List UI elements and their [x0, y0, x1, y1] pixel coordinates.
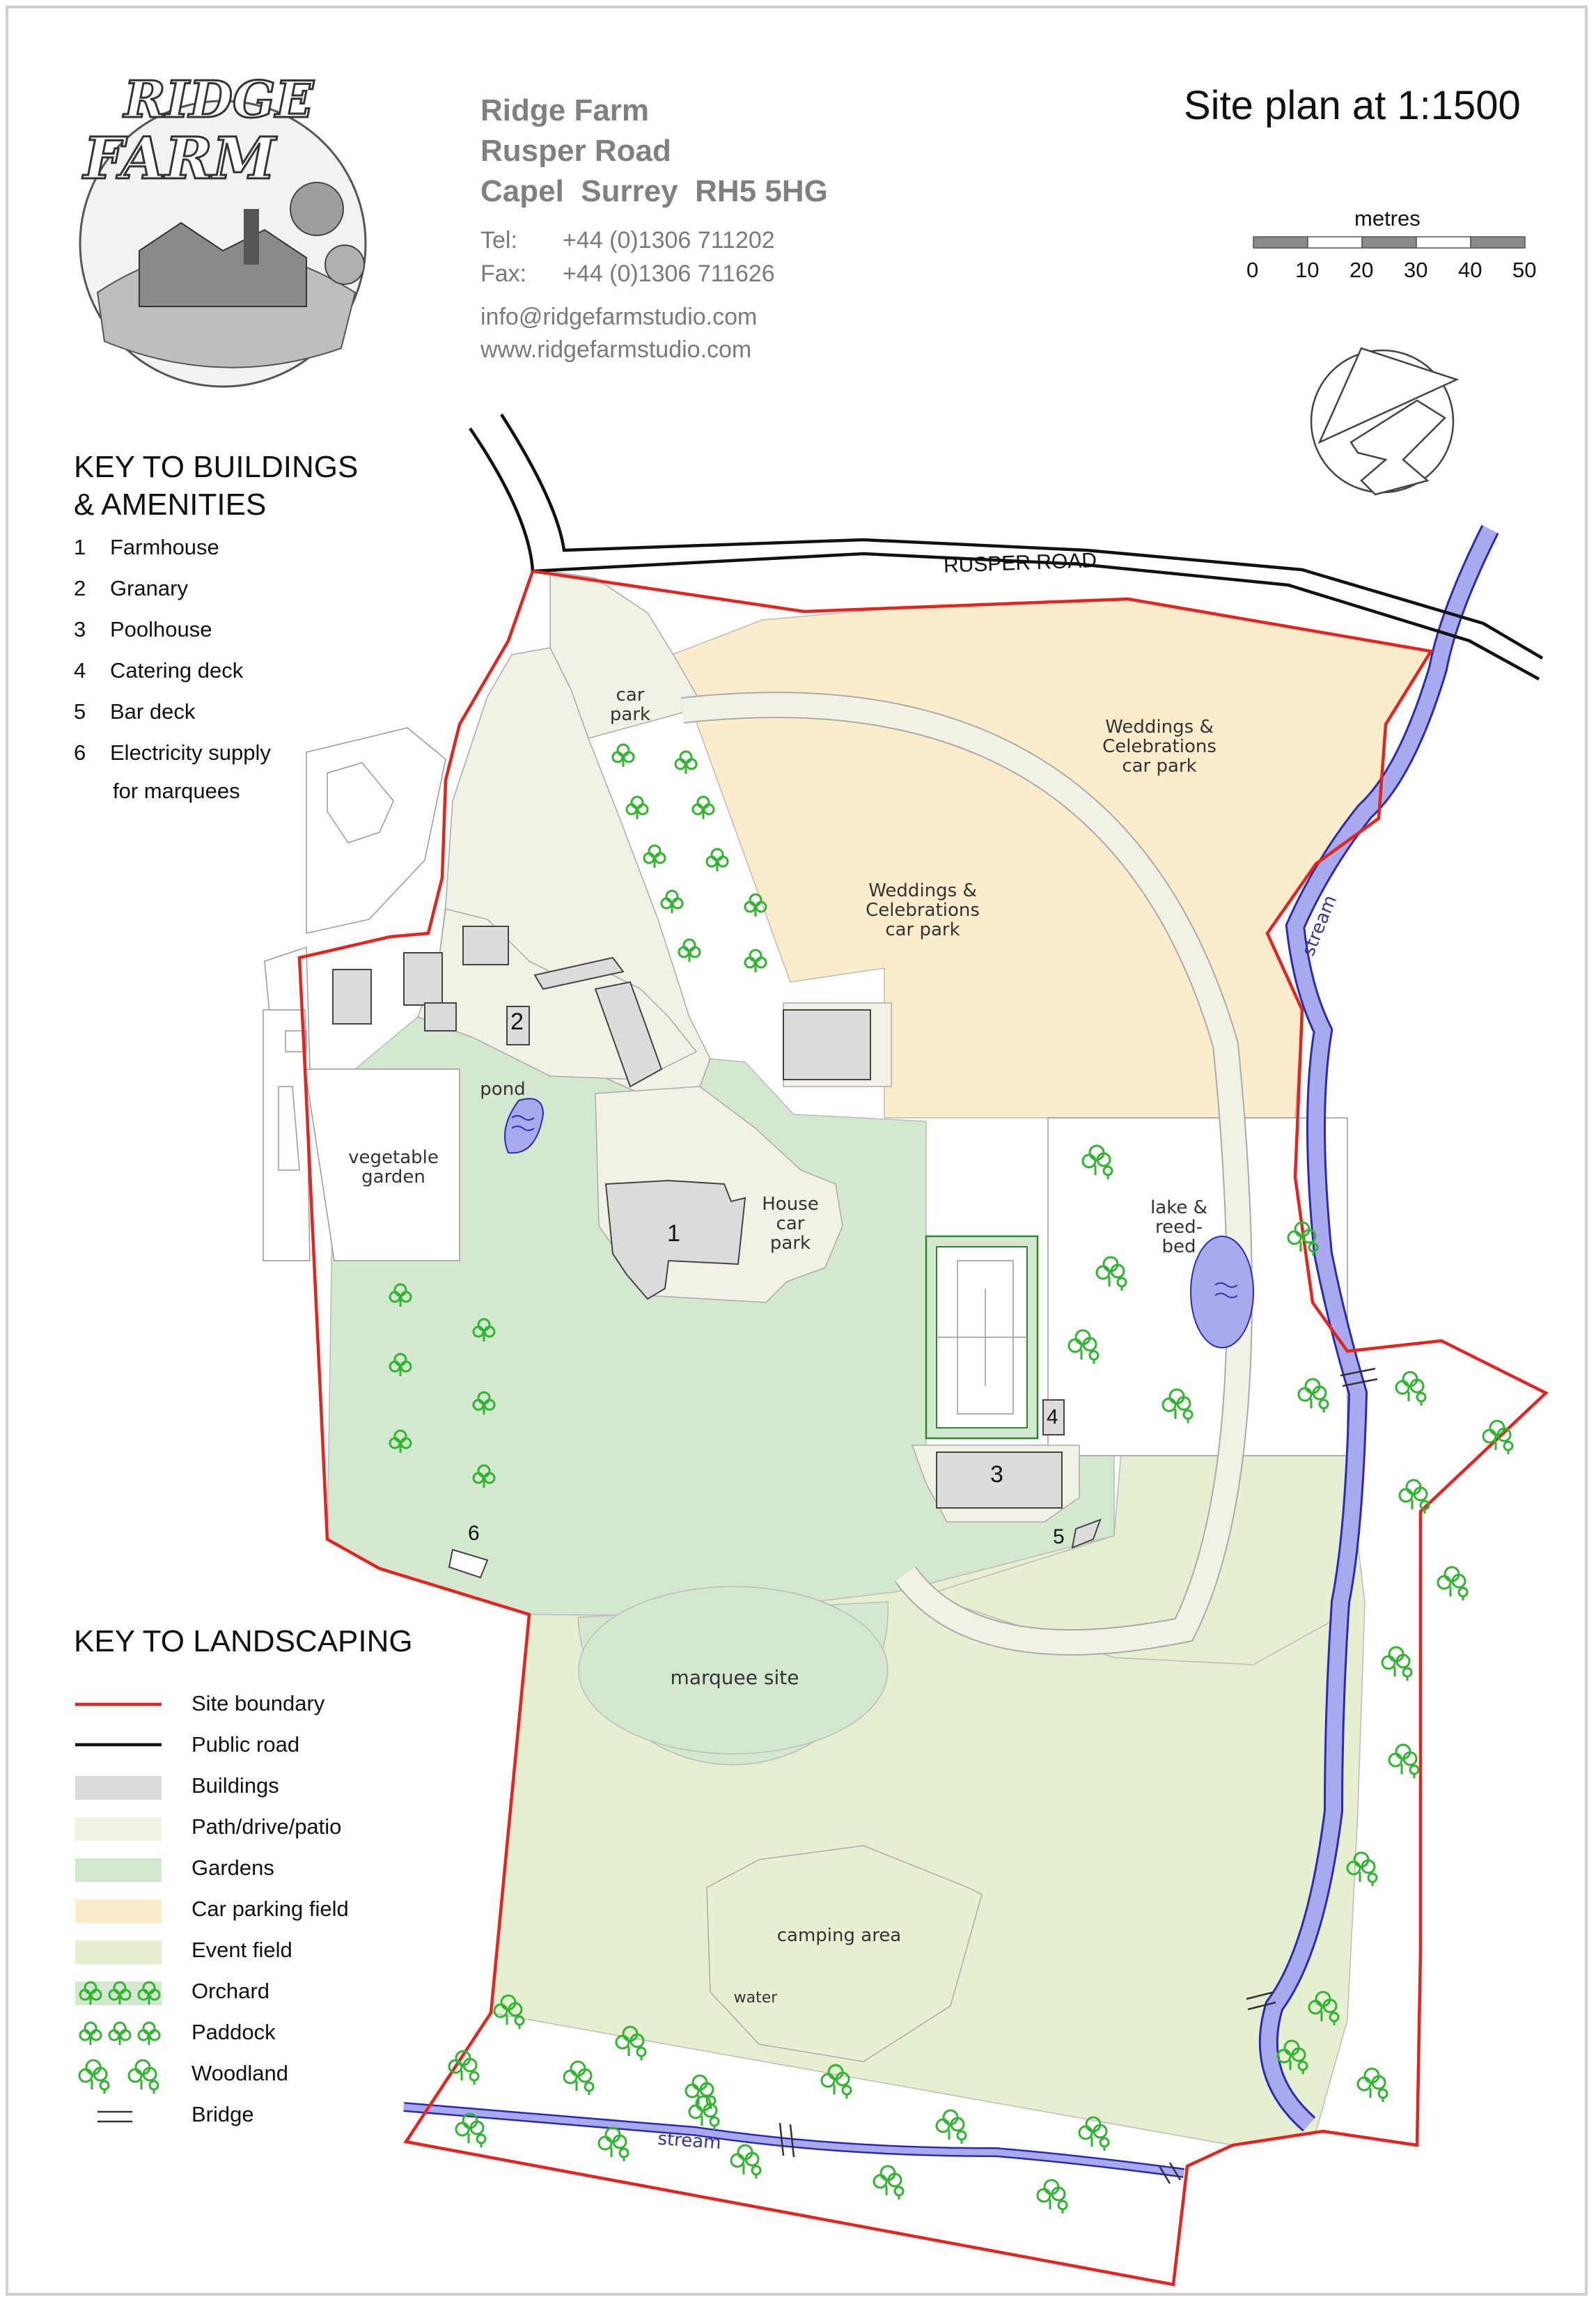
fax-value: +44 (0)1306 711626 [563, 260, 775, 287]
camping-area [706, 1845, 983, 2062]
building-2-label: 2 [510, 1009, 524, 1035]
scale-tick-50: 50 [1512, 258, 1537, 282]
camping-area-label: camping area [776, 1925, 902, 1946]
building-1-label: 1 [667, 1220, 680, 1247]
lake-label: lake & reed-bed [1150, 1197, 1207, 1257]
landscaping-key-path: Path/drive/patio [191, 1814, 342, 1839]
building-3-label: 3 [990, 1461, 1003, 1488]
landscaping-swatches [75, 1702, 162, 2123]
pond [504, 1098, 545, 1154]
car-park-label: car park [609, 685, 651, 725]
buildings [332, 926, 1102, 1579]
buildings-key-item-6-cont: for marquees [113, 779, 240, 803]
landscaping-key-public-road: Public road [191, 1732, 300, 1757]
pond-label: pond [480, 1079, 526, 1100]
scale-tick-0: 0 [1246, 258, 1259, 282]
logo-ridge-text: RIDGE [123, 69, 314, 130]
poolhouse [936, 1451, 1063, 1509]
landscaping-key-bridge: Bridge [191, 2102, 254, 2126]
buildings-key-heading-2: & AMENITIES [74, 488, 267, 522]
landscaping-key-site-boundary: Site boundary [191, 1691, 325, 1715]
ridge-farm-logo [79, 100, 367, 388]
water-label: water [733, 1989, 778, 2007]
address-line-3: Capel Surrey RH5 5HG [480, 174, 828, 208]
marquee-site-label: marquee site [670, 1666, 799, 1689]
bridges [779, 1367, 1378, 2184]
address-line-1: Ridge Farm [480, 93, 650, 127]
scale-tick-30: 30 [1404, 258, 1428, 282]
landscaping-key-woodland: Woodland [191, 2061, 289, 2085]
water-waves [511, 1115, 1238, 1298]
vegetable-garden-label: vegetable garden [348, 1147, 439, 1188]
weddings-car-park-label-1: Weddings & Celebrations car park [1102, 717, 1216, 777]
fax-label: Fax: [480, 260, 527, 287]
site-boundary [297, 569, 1549, 2287]
building-6-label: 6 [468, 1522, 480, 1545]
landscaping-key-buildings: Buildings [191, 1773, 279, 1798]
marquee-site [578, 1586, 889, 1754]
landscaping-key-orchard: Orchard [191, 1979, 269, 2003]
scale-tick-20: 20 [1349, 258, 1374, 282]
buildings-key-heading-1: KEY TO BUILDINGS [74, 450, 359, 484]
paddock-west [304, 1068, 460, 1261]
farmhouse [604, 1179, 746, 1300]
tel-row: Tel: +44 (0)1306 711202 [480, 223, 775, 258]
building-5-label: 5 [1053, 1525, 1065, 1548]
weddings-car-park-label-2: Weddings & Celebrations car park [866, 880, 980, 940]
landscaping-key-paddock: Paddock [191, 2020, 276, 2044]
website-link[interactable]: www.ridgefarmstudio.com [480, 336, 752, 363]
north-arrow-icon [1310, 347, 1460, 496]
address-line-2: Rusper Road [480, 134, 671, 168]
logo-farm-text: FARM [83, 125, 277, 194]
public-road [469, 413, 1544, 680]
landscaping-key-car-parking: Car parking field [191, 1897, 349, 1921]
tel-label: Tel: [480, 227, 517, 254]
scale-tick-10: 10 [1295, 258, 1320, 282]
house-car-park-label: House car park [762, 1194, 819, 1254]
building-4-label: 4 [1047, 1406, 1058, 1429]
tel-value: +44 (0)1306 711202 [563, 227, 775, 254]
scale-bar [1253, 236, 1526, 249]
tennis-court-lines [937, 1260, 1027, 1415]
landscaping-key-heading: KEY TO LANDSCAPING [74, 1624, 413, 1658]
scale-unit-label: metres [1354, 206, 1421, 231]
plan-title: Site plan at 1:1500 [1184, 83, 1521, 128]
landscaping-key-gardens: Gardens [191, 1855, 274, 1880]
page-frame [6, 6, 1588, 2296]
fax-row: Fax: +44 (0)1306 711626 [480, 256, 775, 291]
email-link[interactable]: info@ridgefarmstudio.com [480, 304, 758, 330]
lake [1190, 1236, 1254, 1348]
scale-tick-40: 40 [1458, 258, 1482, 282]
neighbour-outlines [278, 762, 394, 1171]
landscaping-key-event-field: Event field [191, 1938, 292, 1962]
